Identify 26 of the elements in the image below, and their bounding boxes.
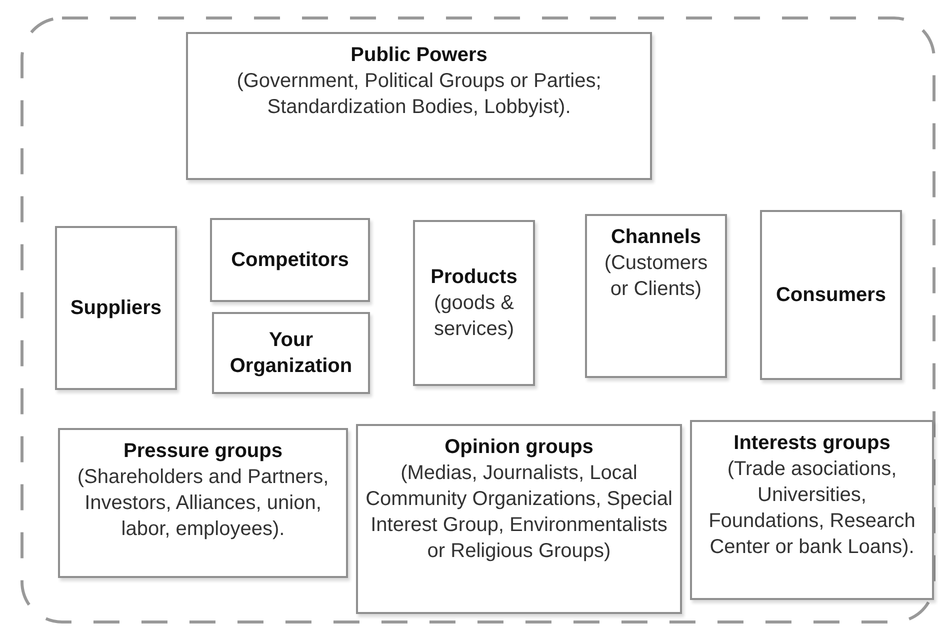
category-box: [356, 424, 682, 614]
box-title: Pressure groups: [124, 439, 282, 464]
box-title: Suppliers: [70, 296, 162, 321]
category-box: [55, 226, 177, 390]
category-box: [186, 32, 652, 180]
box-title: Consumers: [776, 283, 886, 308]
box-description: (goods & services): [432, 291, 516, 342]
box-title: Interests groups: [734, 431, 890, 456]
category-box: [760, 210, 902, 380]
box-title: Products: [430, 265, 518, 290]
category-box: [212, 312, 370, 394]
box-description: (Government, Political Groups or Parties; Standardization Bodies, Lobbyist).: [236, 69, 602, 120]
box-title: Competitors: [231, 248, 349, 273]
box-description: (Customers or Clients): [603, 251, 709, 302]
box-title: Your Organization: [228, 328, 354, 379]
category-box: [210, 218, 370, 302]
category-box: [58, 428, 348, 578]
box-description: (Medias, Journalists, Local Community Organizations, Special Interest Group, Environmentalists or Religious Groups): [364, 461, 674, 564]
category-box: [585, 214, 727, 378]
box-title: Public Powers: [350, 43, 488, 68]
box-description: (Shareholders and Partners, Investors, Alliances, union, labor, employees).: [76, 465, 330, 542]
category-box: [690, 420, 934, 600]
box-description: (Trade asociations, Universities, Foundations, Research Center or bank Loans).: [708, 457, 916, 560]
box-title: Channels: [610, 225, 702, 250]
box-title: Opinion groups: [444, 435, 594, 460]
category-box: [413, 220, 535, 386]
